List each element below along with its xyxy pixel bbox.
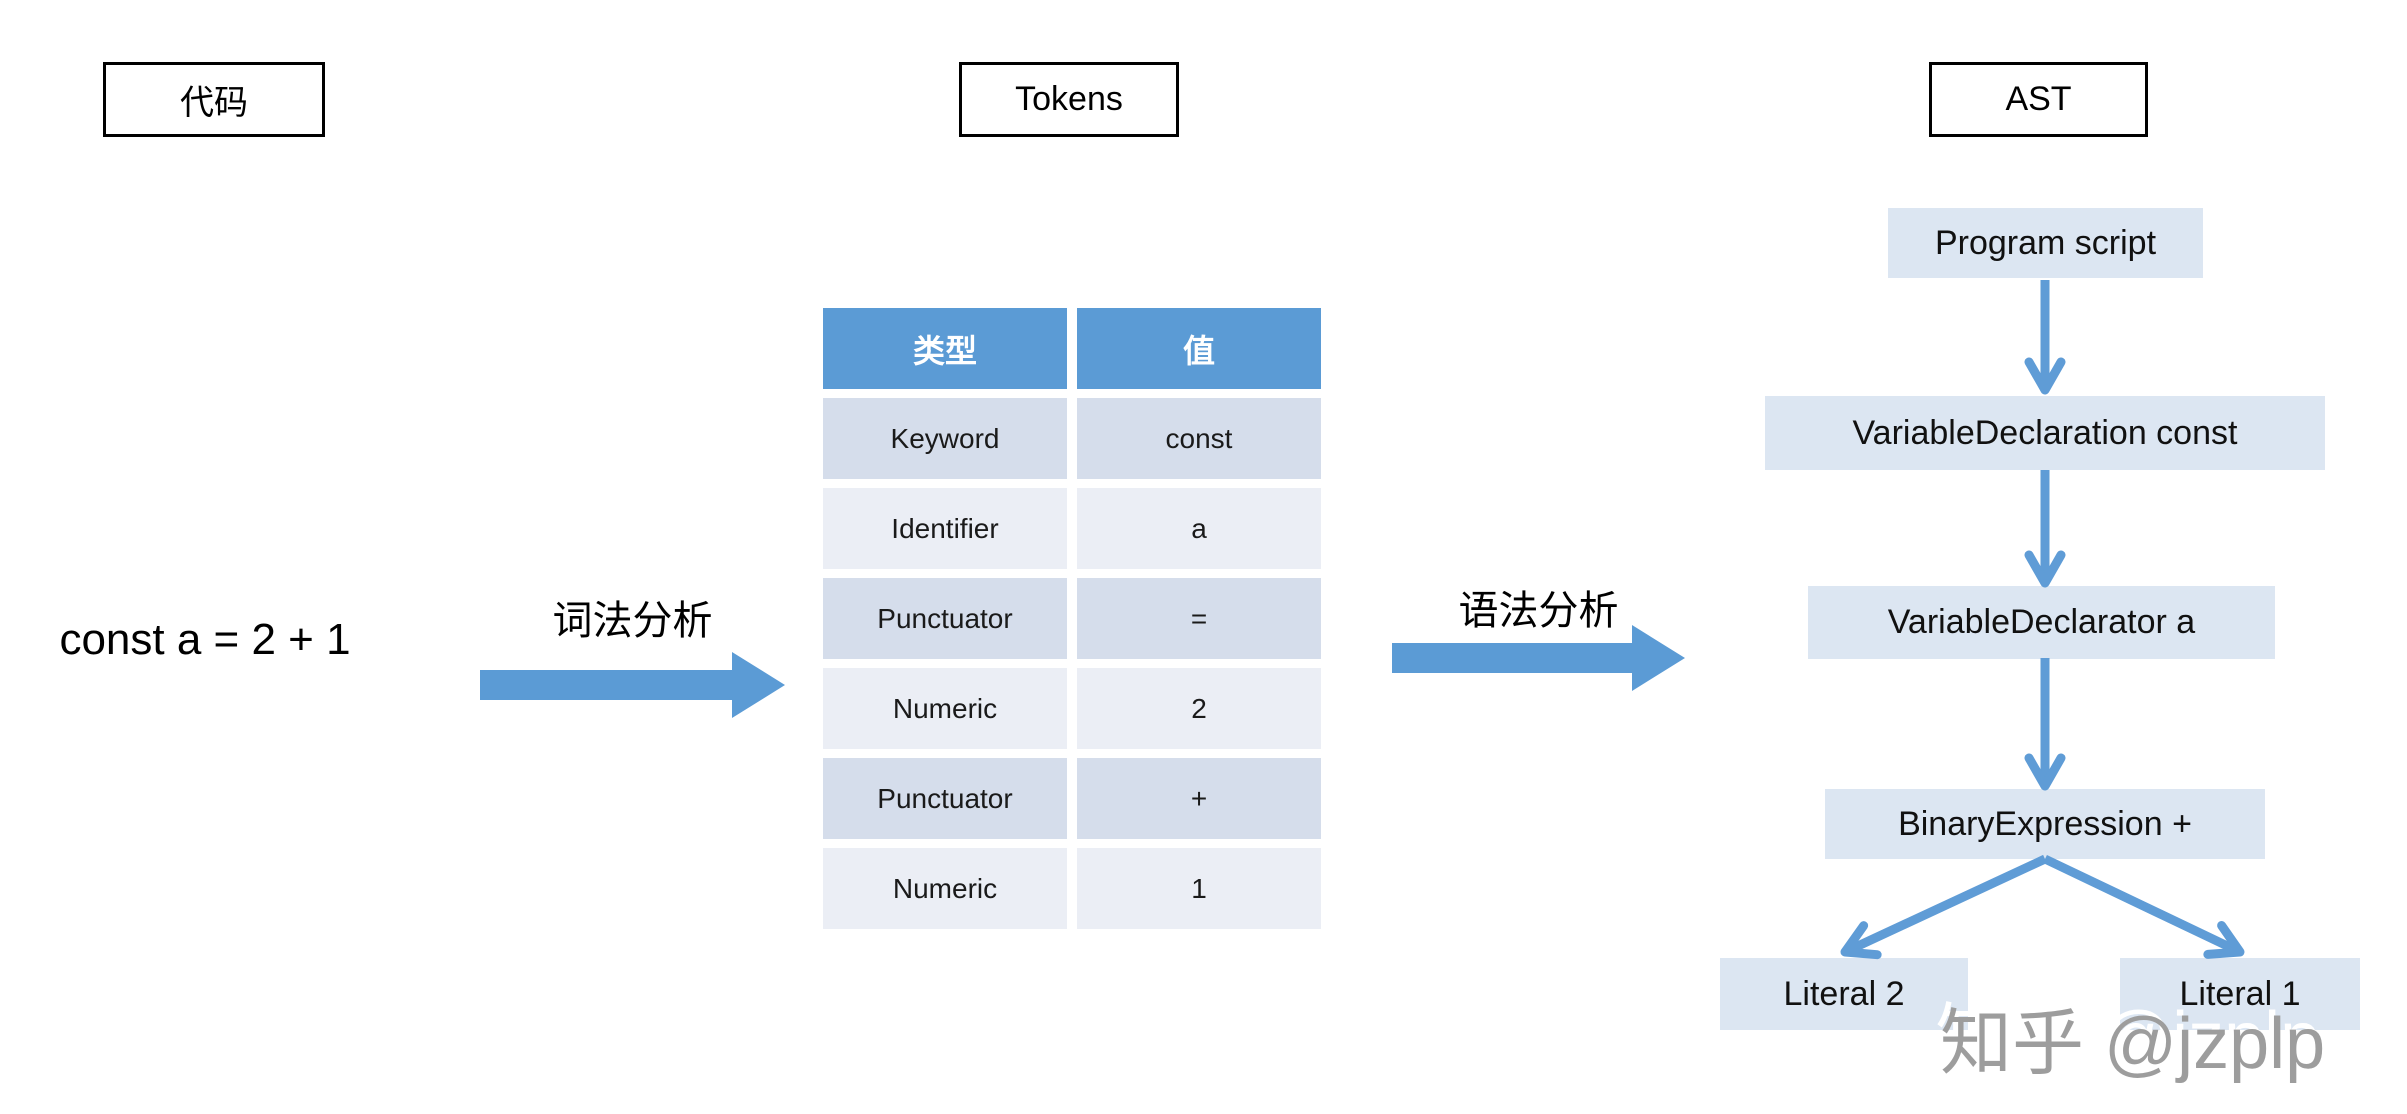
lexical-analysis-label: 词法分析	[552, 599, 713, 643]
table-cell-value: +	[1077, 758, 1321, 839]
ast-node-label: BinaryExpression +	[1898, 804, 2192, 843]
source-code-text: const a = 2 + 1	[59, 615, 351, 664]
ast-node-binary-expression: BinaryExpression +	[1825, 789, 2265, 859]
stage-label-ast: AST	[2005, 80, 2072, 118]
ast-node-variable-declarator: VariableDeclarator a	[1808, 586, 2275, 659]
ast-node-literal-1: Literal 1	[2120, 958, 2360, 1030]
ast-node-program: Program script	[1888, 208, 2203, 278]
table-cell-type: Punctuator	[823, 578, 1067, 659]
table-cell-type: Keyword	[823, 398, 1067, 479]
lexical-analysis-arrow-icon	[480, 652, 785, 718]
token-table-header-value: 值	[1077, 308, 1321, 389]
ast-node-variable-declaration: VariableDeclaration const	[1765, 396, 2325, 470]
table-cell-type: Punctuator	[823, 758, 1067, 839]
table-cell-value: 2	[1077, 668, 1321, 749]
stage-box-ast: AST	[1929, 62, 2148, 137]
syntactic-analysis-arrow-icon	[1392, 625, 1685, 691]
ast-node-label: Literal 1	[2179, 974, 2301, 1013]
table-cell-value: a	[1077, 488, 1321, 569]
ast-node-label: Program script	[1934, 223, 2157, 262]
ast-node-label: VariableDeclarator a	[1887, 603, 2196, 641]
stage-label-tokens: Tokens	[1015, 80, 1123, 118]
table-cell-value: =	[1077, 578, 1321, 659]
syntactic-analysis-label: 语法分析	[1458, 589, 1619, 633]
stage-box-tokens: Tokens	[959, 62, 1179, 137]
table-cell-type: Identifier	[823, 488, 1067, 569]
token-table-header-type: 类型	[823, 308, 1067, 389]
table-cell-type: Numeric	[823, 848, 1067, 929]
ast-node-label: Literal 2	[1783, 974, 1905, 1013]
table-cell-type: Numeric	[823, 668, 1067, 749]
ast-node-label: VariableDeclaration const	[1852, 413, 2238, 452]
token-table: 类型 值 Keyword const Identifier a Punctuat…	[823, 308, 1321, 929]
ast-tree-arrows-icon	[1840, 280, 2245, 960]
table-cell-value: 1	[1077, 848, 1321, 929]
table-cell-value: const	[1077, 398, 1321, 479]
zhihu-watermark: 知乎 @jzplp	[1940, 1004, 2326, 1084]
stage-label-code: 代码	[180, 84, 248, 122]
stage-box-code: 代码	[103, 62, 325, 137]
ast-node-literal-2: Literal 2	[1720, 958, 1968, 1030]
